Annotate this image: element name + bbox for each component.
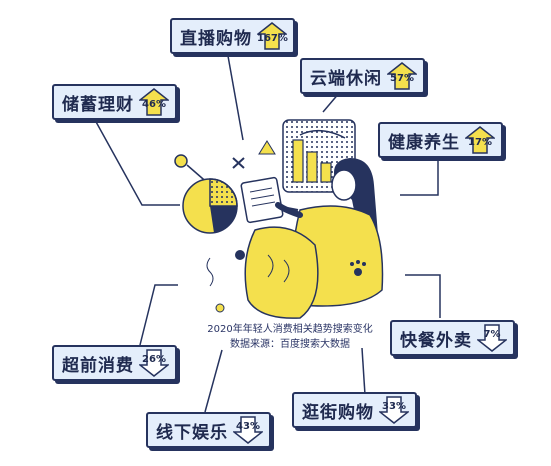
trend-label: 超前消费 [62,355,134,376]
trend-value: 26 [142,354,156,365]
decor-shapes [174,140,276,313]
arrow-down-icon: 43% [233,416,263,444]
trend-card-health-wellness: 健康养生 17% [378,122,503,158]
arrow-up-icon: 46% [139,88,169,116]
trend-card-cloud-leisure: 云端休闲 57% [300,58,425,94]
trend-label: 云端休闲 [310,68,382,89]
trend-card-savings-finance: 储蓄理财 46% [52,84,177,120]
arrow-up-icon: 57% [387,62,417,90]
trend-label: 直播购物 [180,28,252,49]
trend-label: 线下娱乐 [156,422,228,443]
trend-label: 逛街购物 [302,402,374,423]
arrow-up-icon: 17% [465,126,495,154]
trend-value: 46 [142,99,156,110]
trend-card-street-shopping: 逛街购物 33% [292,392,417,428]
arrow-down-icon: 7% [477,324,507,352]
arrow-down-icon: 33% [379,396,409,424]
trend-value: 7 [483,329,491,340]
pie-chart-icon [182,178,238,234]
trend-label: 储蓄理财 [62,94,134,115]
trend-label: 健康养生 [388,132,460,153]
trend-card-offline-entertainment: 线下娱乐 43% [146,412,271,448]
caption-title: 2020年年轻人消费相关趋势搜索变化 [207,324,373,335]
trend-value: 17 [468,137,482,148]
arrow-up-icon: 167% [257,22,288,50]
trend-card-fast-food-delivery: 快餐外卖 7% [390,320,515,356]
caption: 2020年年轻人消费相关趋势搜索变化 数据来源：百度搜索大数据 [190,322,390,352]
arrow-down-icon: 26% [139,349,169,377]
trend-value: 43 [236,421,250,432]
trend-value: 167 [257,33,278,44]
trend-label: 快餐外卖 [400,330,472,351]
trend-value: 33 [382,401,396,412]
clipboard-icon [240,176,284,224]
caption-source: 数据来源：百度搜索大数据 [230,339,350,350]
bar-chart-icon [292,139,332,183]
trend-value: 57 [390,73,404,84]
trend-card-live-shopping: 直播购物 167% [170,18,295,54]
connector-lines [94,55,441,413]
woman-figure [244,158,384,319]
trend-card-advance-spending: 超前消费 26% [52,345,177,381]
